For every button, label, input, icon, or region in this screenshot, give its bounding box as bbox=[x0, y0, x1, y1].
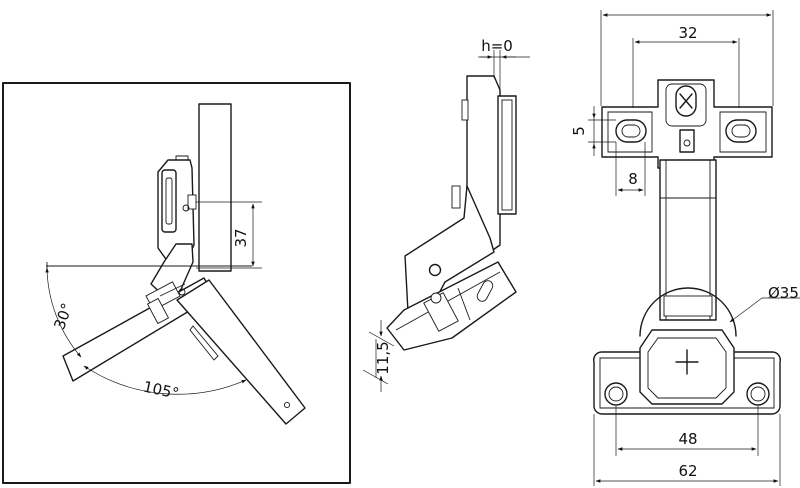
pivot-mechanism bbox=[145, 281, 219, 361]
left-slot bbox=[615, 119, 647, 143]
dim-48-label: 48 bbox=[678, 430, 697, 448]
side-view: h=0 11,5 bbox=[362, 37, 530, 392]
dimension-32: 32 bbox=[632, 24, 740, 108]
panel-frame bbox=[2, 82, 351, 484]
hinge-body bbox=[157, 155, 197, 263]
dim-8-label: 8 bbox=[628, 170, 638, 188]
dim-diameter-label: Ø35 bbox=[768, 284, 799, 302]
dimension-h0: h=0 bbox=[478, 37, 530, 92]
door-position-105 bbox=[176, 279, 306, 425]
dimension-top-overall bbox=[600, 10, 774, 106]
angle-105: 105° bbox=[83, 365, 247, 403]
mounting-plate-profile bbox=[451, 75, 517, 253]
dim-h0-label: h=0 bbox=[481, 37, 513, 55]
front-view: 32 5 8 Ø35 bbox=[570, 10, 800, 486]
dimension-11-5: 11,5 bbox=[362, 320, 395, 392]
dimension-5: 5 bbox=[570, 106, 616, 156]
dim-37-label: 37 bbox=[232, 228, 250, 247]
opening-angle-view: 37 30° 105° bbox=[2, 82, 351, 484]
dim-62-label: 62 bbox=[678, 462, 697, 480]
dimension-37: 37 bbox=[196, 201, 262, 269]
dimension-48: 48 bbox=[615, 406, 759, 456]
angle-105-label: 105° bbox=[141, 378, 180, 403]
dimension-8: 8 bbox=[615, 142, 646, 196]
cabinet-side-panel bbox=[198, 103, 232, 272]
side-cup bbox=[386, 261, 517, 351]
left-screw-hole bbox=[604, 382, 628, 406]
angle-30-label: 30° bbox=[50, 301, 76, 332]
dim-32-label: 32 bbox=[678, 24, 697, 42]
dim-11-5-label: 11,5 bbox=[374, 341, 392, 374]
dimension-62: 62 bbox=[593, 414, 781, 486]
right-slot bbox=[725, 119, 757, 143]
mounting-plate bbox=[601, 79, 773, 192]
front-arm bbox=[659, 159, 717, 321]
right-screw-hole bbox=[746, 382, 770, 406]
angle-30: 30° bbox=[45, 267, 82, 358]
dim-5-label: 5 bbox=[570, 126, 588, 136]
cup-plate bbox=[593, 287, 781, 415]
dimension-diameter-35: Ø35 bbox=[729, 284, 800, 323]
